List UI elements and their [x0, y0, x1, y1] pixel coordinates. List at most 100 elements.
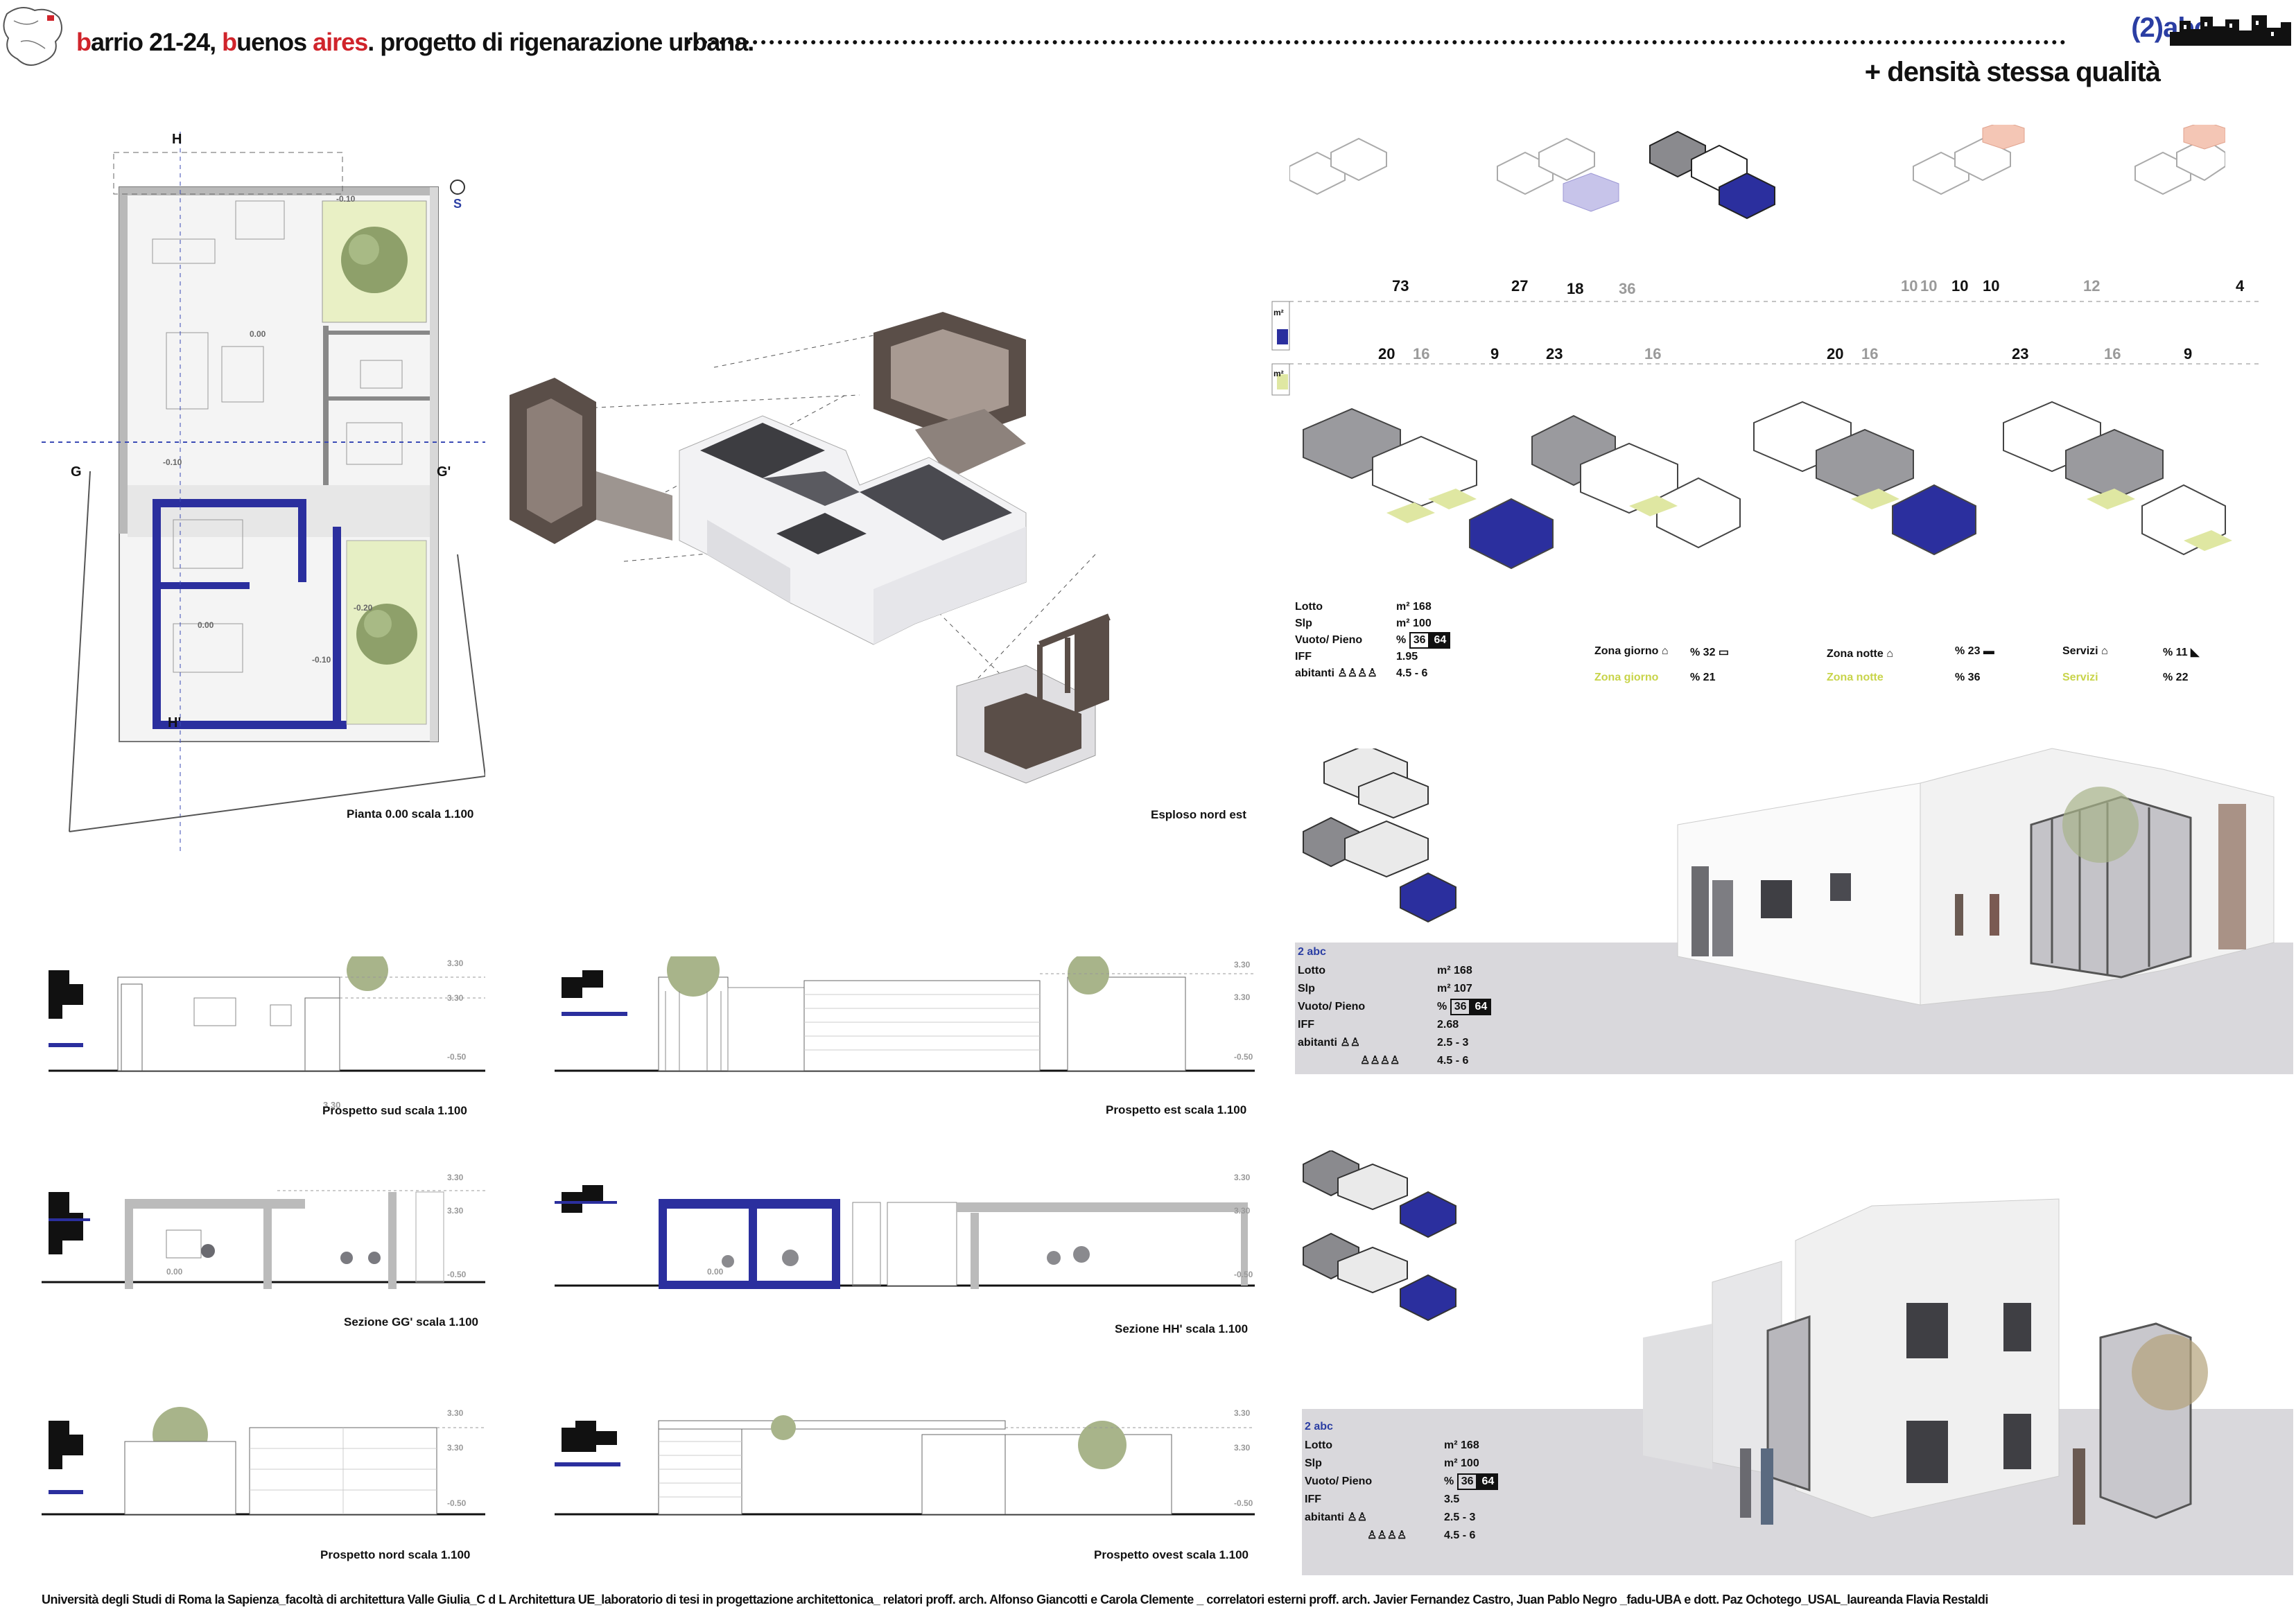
area-value: 10	[1920, 277, 1938, 295]
scenario-2-title: 2 abc	[1298, 946, 1326, 958]
area-value: 16	[1413, 345, 1430, 362]
legend-servizi-yellow: Servizi	[2062, 672, 2098, 683]
level-label: -0.10	[336, 194, 356, 204]
exploded-caption: Esploso nord est	[1151, 808, 1246, 821]
area-value: 16	[2104, 345, 2121, 362]
stat-unit: m² 168	[1444, 1439, 1479, 1451]
level-label: -0.20	[354, 603, 373, 613]
stat-value: 4.5 - 6	[1437, 1055, 1469, 1067]
area-value: 16	[1861, 345, 1879, 362]
stat-unit: m² 168	[1396, 601, 1432, 613]
prospetto-est-caption: Prospetto est scala 1.100	[1106, 1103, 1247, 1116]
level-tag: 3.30	[1234, 1408, 1251, 1418]
stat-unit: m² 100	[1444, 1457, 1479, 1469]
sezione-hh	[555, 1185, 1255, 1289]
area-value: 23	[1546, 345, 1563, 362]
title-dotted-rule	[686, 40, 2066, 44]
level-tag: -0.50	[447, 1270, 467, 1279]
legend-giorno-pct: % 32 ▭	[1690, 647, 1730, 658]
prospetto-sud-caption: Prospetto sud scala 1.100	[322, 1104, 467, 1117]
level-tag: -0.50	[1234, 1052, 1253, 1062]
level-tag: 3.30	[447, 1173, 464, 1182]
logo-sketch-icon	[3, 7, 62, 66]
page-subtitle: + densità stessa qualità	[1864, 57, 2161, 87]
level-tag: 3.30	[1234, 1173, 1251, 1182]
prospetto-ovest	[555, 1415, 1255, 1516]
skyline-icon	[2170, 15, 2291, 46]
title-uenos: uenos	[236, 28, 313, 56]
level-tag: 0.00	[166, 1267, 183, 1277]
area-value: 18	[1567, 280, 1584, 297]
area-analysis: 73 27 18 36 10 10 10 10 12 4 20 16 9 23 …	[1269, 277, 2260, 610]
level-tag: 3.30	[447, 1206, 464, 1216]
level-label: 0.00	[250, 329, 266, 339]
section-marker-h2: H'	[168, 715, 182, 730]
level-tag: 0.00	[707, 1267, 724, 1277]
floor-plan-drawing	[42, 132, 486, 852]
stat-label: Lotto	[1305, 1439, 1332, 1451]
area-value: 10	[1951, 277, 1969, 295]
plan-caption: Pianta 0.00 scala 1.100	[347, 807, 474, 821]
legend-giorno: Zona giorno ⌂	[1594, 645, 1669, 657]
prospetto-nord-caption: Prospetto nord scala 1.100	[320, 1548, 471, 1561]
m2-label: m²	[1273, 369, 1284, 378]
sezione-gg	[42, 1190, 485, 1289]
people-icon: ♙♙	[1347, 1512, 1368, 1523]
stat-value: 2.5 - 3	[1444, 1512, 1476, 1523]
legend-servizi-pct: % 11 ◣	[2163, 647, 2200, 658]
page-title: barrio 21-24, buenos aires. progetto di …	[76, 28, 754, 57]
area-value: 36	[1619, 280, 1636, 297]
level-label: -0.10	[163, 457, 182, 467]
stat-label: ♙♙♙♙	[1305, 1527, 1444, 1545]
level-label: 0.00	[198, 620, 214, 630]
stat-label: IFF	[1298, 1019, 1314, 1031]
title-main: arrio 21-24,	[91, 28, 223, 56]
zone-legend: Zona giorno ⌂ % 32 ▭ Zona giorno % 21 Zo…	[1594, 641, 2274, 696]
sezione-gg-caption: Sezione GG' scala 1.100	[344, 1315, 478, 1329]
legend-notte: Zona notte ⌂	[1827, 648, 1893, 660]
area-value: 12	[2083, 277, 2101, 295]
section-marker-g2: G'	[437, 464, 451, 480]
stat-label: abitanti ♙♙	[1298, 1037, 1361, 1049]
stat-label: abitanti ♙♙	[1305, 1512, 1368, 1523]
legend-servizi: Servizi ⌂	[2062, 645, 2108, 657]
level-tag: -0.50	[447, 1498, 467, 1508]
level-tag: -0.50	[447, 1052, 467, 1062]
level-tag: 3.30	[1234, 992, 1251, 1002]
render-scenario-3	[1643, 1198, 2208, 1525]
stat-label: Slp	[1295, 617, 1312, 629]
section-marker-h: H	[172, 132, 182, 147]
stat-label: Vuoto/ Pieno	[1305, 1475, 1373, 1487]
stat-label: Lotto	[1298, 965, 1325, 976]
sezione-hh-caption: Sezione HH' scala 1.100	[1115, 1322, 1249, 1335]
house-icon: ⌂	[1661, 645, 1669, 657]
prospetto-sud	[49, 956, 485, 1072]
stat-unit: m² 168	[1437, 965, 1472, 976]
level-tag: 3.30	[1234, 1443, 1251, 1453]
legend-notte-yellow: Zona notte	[1827, 672, 1884, 683]
stat-label: IFF	[1295, 651, 1312, 663]
level-tag: 3.30	[1234, 1206, 1251, 1216]
area-value: 73	[1392, 277, 1409, 295]
title-aires: aires	[313, 28, 368, 56]
floor-plan: H H' G G' S -0.10 0.00 -0.10 -0.20 0.00 …	[42, 125, 486, 859]
stat-value: 2.68	[1437, 1019, 1459, 1031]
stat-label: Vuoto/ Pieno	[1295, 634, 1363, 646]
stat-value: 1.95	[1396, 651, 1418, 663]
stat-label: IFF	[1305, 1493, 1321, 1505]
level-tag: 3.30	[1234, 960, 1251, 970]
title-initial: b	[76, 28, 92, 56]
level-label: -0.10	[312, 655, 331, 665]
area-value: 9	[1490, 345, 1499, 362]
legend-giorno-yellow: Zona giorno	[1594, 672, 1659, 683]
stat-value: 3.5	[1444, 1493, 1460, 1505]
stat-value: 2.5 - 3	[1437, 1037, 1469, 1049]
area-value: 4	[2236, 277, 2245, 295]
scenario-3-title: 2 abc	[1305, 1421, 1333, 1432]
legend-notte-pct: % 23 ▬	[1955, 645, 1994, 657]
bed-icon: ▬	[1983, 645, 1994, 657]
area-value: 27	[1511, 277, 1529, 295]
massing-diagrams-row	[1289, 125, 2225, 220]
